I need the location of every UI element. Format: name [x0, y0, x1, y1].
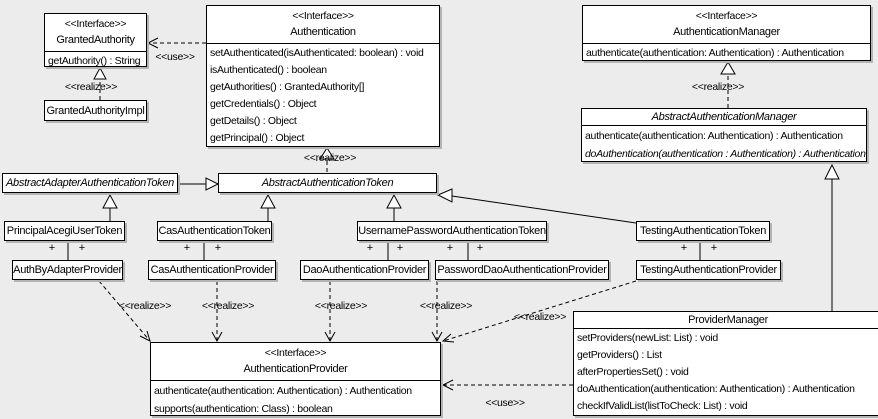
class-box-authentication[interactable]: <<Interface>> Authentication setAuthenti…	[206, 5, 440, 147]
method-item: supports(authentication: Class) : boolea…	[154, 403, 333, 415]
association-end-plus: +	[183, 242, 191, 254]
class-title: <<Interface>> Authentication	[207, 6, 439, 44]
method-item: isAuthenticated() : boolean	[210, 64, 327, 76]
class-title: AbstractAuthenticationManager	[582, 109, 866, 126]
realize-label: <<realize>>	[513, 311, 567, 323]
use-label: <<use>>	[155, 51, 195, 63]
association-end-plus: +	[214, 242, 222, 254]
realize-label: <<realize>>	[303, 152, 357, 164]
class-box-auth-by-adapter-provider[interactable]: AuthByAdapterProvider	[12, 260, 123, 280]
class-box-abstract-authentication-token[interactable]: AbstractAuthenticationToken	[218, 173, 437, 193]
generalization-provider-manager-to-abstract-authentication-manager	[824, 163, 840, 311]
association-end-plus: +	[680, 242, 688, 254]
method-item: authenticate(authentication: Authenticat…	[585, 130, 843, 142]
method-item: getPrincipal() : Object	[210, 132, 305, 144]
association-end-plus: +	[446, 242, 454, 254]
class-name: PasswordDaoAuthenticationProvider	[437, 264, 607, 276]
method-item: afterPropertiesSet() : void	[577, 366, 689, 378]
realize-label: <<realize>>	[691, 81, 745, 93]
method-item: setAuthenticated(isAuthenticated: boolea…	[210, 47, 424, 59]
generalization-principal-token-to-adapter-token	[102, 193, 118, 221]
class-name: AbstractAuthenticationManager	[651, 111, 797, 123]
generalization-usernamepassword-token-to-abstract-token	[386, 193, 402, 221]
class-box-cas-authentication-token[interactable]: CasAuthenticationToken	[157, 221, 272, 241]
stereotype-label: <<Interface>>	[64, 18, 127, 30]
realize-label: <<realize>>	[314, 300, 368, 312]
class-name: ProviderManager	[688, 314, 768, 326]
use-authentication-to-granted-authority	[146, 37, 206, 49]
use-provider-manager-to-authentication-provider	[441, 379, 573, 391]
class-name: GrantedAuthorityImpl	[46, 104, 145, 117]
association-end-plus: +	[48, 242, 56, 254]
method-item: authenticate(authentication: Authenticat…	[154, 385, 412, 397]
class-name: AuthByAdapterProvider	[13, 264, 122, 276]
class-title: ProviderManager	[574, 312, 878, 329]
stereotype-label: <<Interface>>	[264, 347, 327, 359]
method-item: getAuthorities() : GrantedAuthority[]	[210, 81, 365, 93]
generalization-testing-token-to-abstract-token	[436, 188, 637, 224]
class-box-testing-authentication-token[interactable]: TestingAuthenticationToken	[636, 221, 770, 241]
class-name: AbstractAuthenticationToken	[261, 177, 394, 189]
realize-label: <<realize>>	[419, 300, 473, 312]
class-name: PrincipalAcegiUserToken	[6, 225, 123, 237]
method-item: authenticate(authentication: Authenticat…	[586, 47, 844, 59]
class-name: UsernamePasswordAuthenticationToken	[358, 225, 546, 237]
stereotype-label: <<Interface>>	[292, 10, 354, 22]
class-box-password-dao-authentication-provider[interactable]: PasswordDaoAuthenticationProvider	[435, 260, 609, 280]
class-box-provider-manager[interactable]: ProviderManager setProviders(newList: Li…	[573, 311, 878, 416]
realize-label: <<realize>>	[201, 300, 255, 312]
class-box-username-password-authentication-token[interactable]: UsernamePasswordAuthenticationToken	[357, 221, 547, 241]
realize-label: <<realize>>	[64, 81, 118, 93]
use-label: <<use>>	[485, 397, 525, 409]
method-item: doAuthentication(authentication: Authent…	[577, 383, 855, 395]
generalization-adapter-token-to-abstract-token	[178, 177, 220, 191]
class-name: TestingAuthenticationToken	[639, 225, 767, 237]
association-end-plus: +	[396, 242, 404, 254]
method-item: getDetails() : Object	[210, 115, 297, 127]
method-item: setProviders(newList: List) : void	[577, 332, 718, 344]
class-name: CasAuthenticationToken	[158, 225, 271, 237]
class-box-granted-authority[interactable]: <<Interface>> GrantedAuthority getAuthor…	[44, 13, 147, 67]
class-box-principal-acegi-user-token[interactable]: PrincipalAcegiUserToken	[4, 221, 125, 241]
association-end-plus: +	[78, 242, 86, 254]
class-title: <<Interface>> AuthenticationProvider	[151, 343, 440, 381]
method-item: checkIfValidList(listToCheck: List) : vo…	[577, 400, 748, 412]
class-box-testing-authentication-provider[interactable]: TestingAuthenticationProvider	[636, 260, 781, 280]
method-item: getProviders() : List	[577, 349, 662, 361]
stereotype-label: <<Interface>>	[695, 10, 758, 22]
association-end-plus: +	[710, 242, 718, 254]
class-box-dao-authentication-provider[interactable]: DaoAuthenticationProvider	[300, 260, 429, 280]
class-name: CasAuthenticationProvider	[150, 264, 274, 276]
class-name: DaoAuthenticationProvider	[302, 264, 427, 276]
class-box-authentication-manager[interactable]: <<Interface>> AuthenticationManager auth…	[582, 5, 871, 61]
class-box-abstract-adapter-authentication-token[interactable]: AbstractAdapterAuthenticationToken	[2, 173, 178, 193]
method-item-abstract: doAuthentication(authentication : Authen…	[585, 148, 866, 160]
class-box-abstract-authentication-manager[interactable]: AbstractAuthenticationManager authentica…	[581, 108, 867, 162]
class-title: <<Interface>> GrantedAuthority	[45, 14, 146, 52]
class-name: AuthenticationProvider	[243, 363, 348, 375]
class-title: <<Interface>> AuthenticationManager	[583, 6, 870, 44]
method-item: getCredentials() : Object	[210, 98, 317, 110]
class-box-authentication-provider[interactable]: <<Interface>> AuthenticationProvider aut…	[150, 342, 441, 416]
class-name: GrantedAuthority	[56, 34, 135, 46]
method-item: getAuthority() : String	[48, 55, 141, 67]
class-name: Authentication	[290, 26, 356, 38]
association-end-plus: +	[366, 242, 374, 254]
class-name: TestingAuthenticationProvider	[640, 264, 777, 276]
class-box-granted-authority-impl[interactable]: GrantedAuthorityImpl	[44, 100, 147, 121]
association-end-plus: +	[476, 242, 484, 254]
class-name: AuthenticationManager	[673, 26, 780, 38]
realize-label: <<realize>>	[118, 300, 172, 312]
generalization-cas-token-to-abstract-token	[260, 193, 276, 221]
class-box-cas-authentication-provider[interactable]: CasAuthenticationProvider	[148, 260, 276, 280]
class-name: AbstractAdapterAuthenticationToken	[6, 177, 174, 189]
